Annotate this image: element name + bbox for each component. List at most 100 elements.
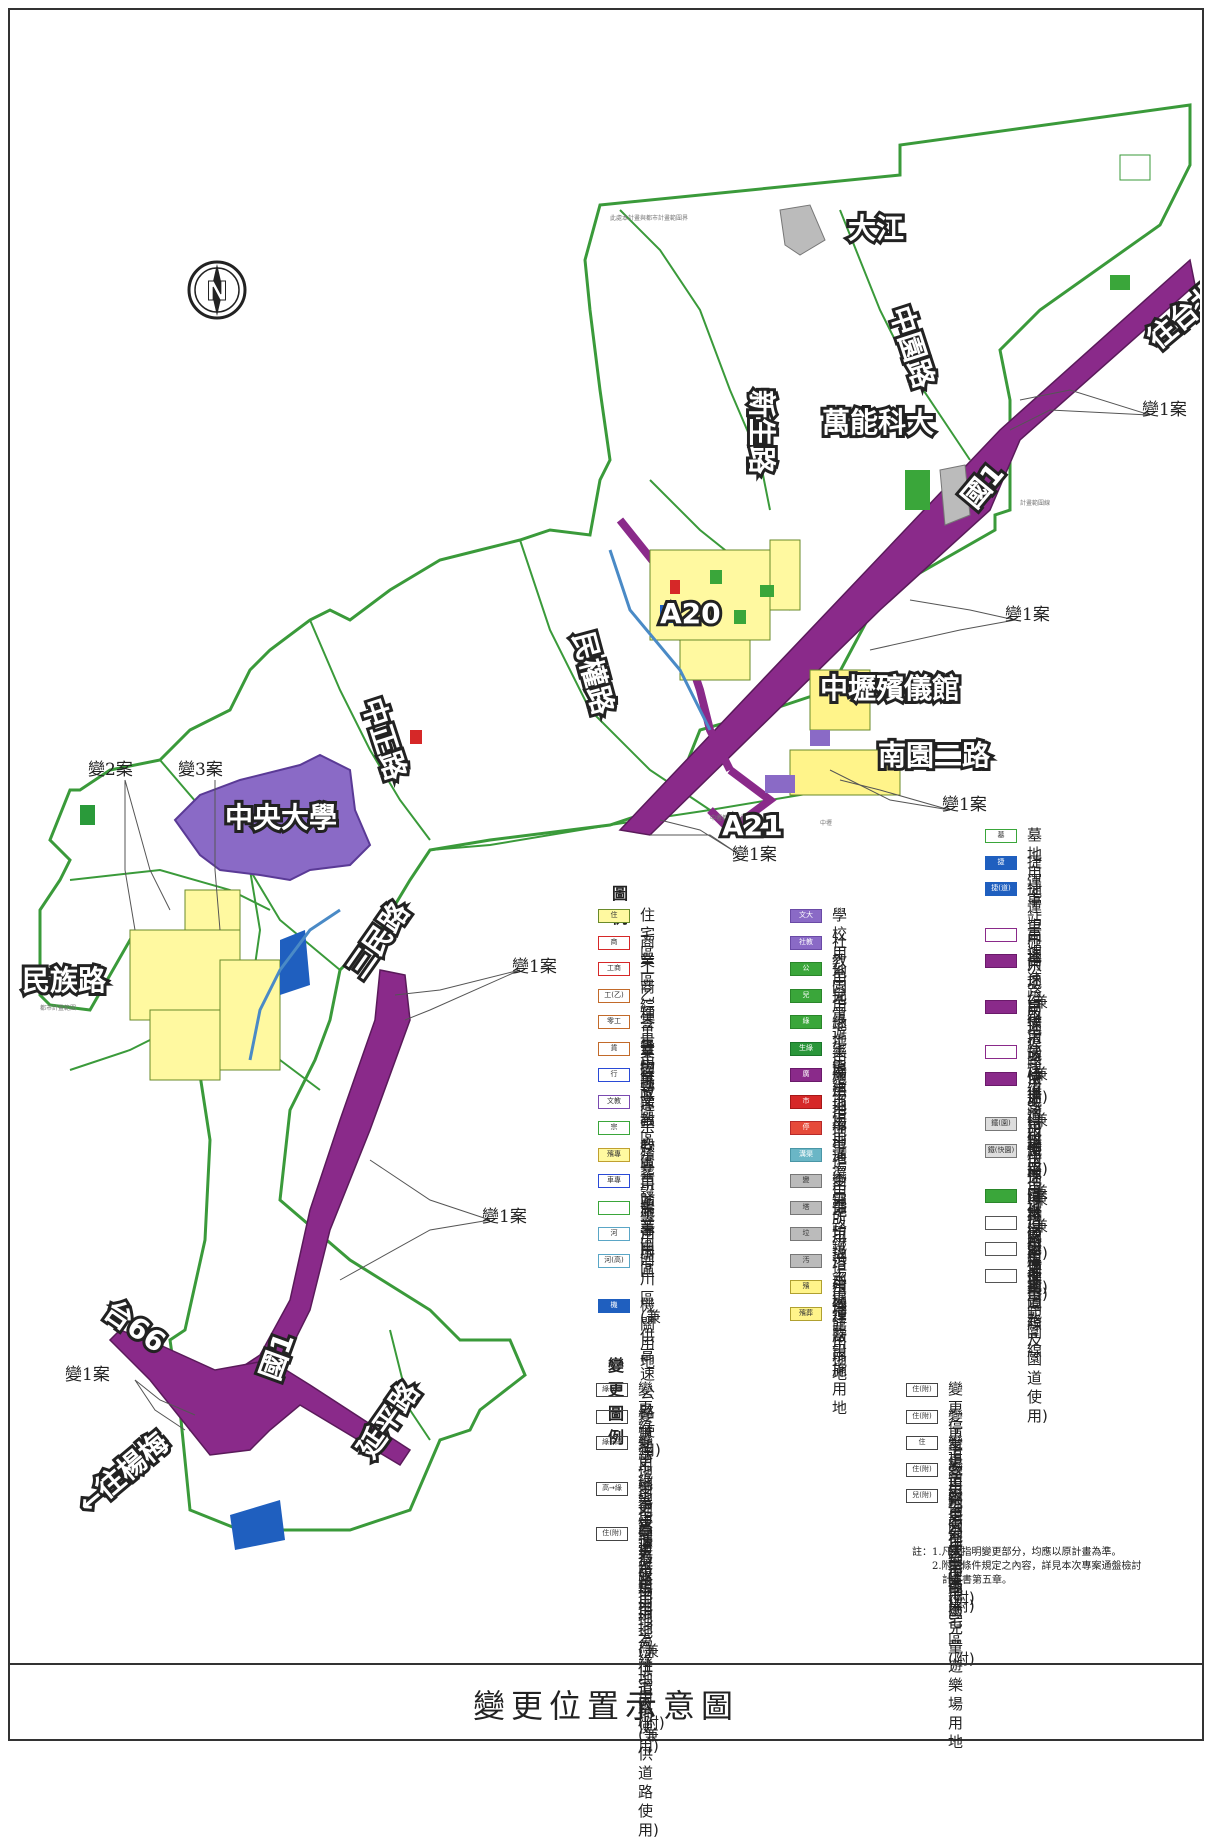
legend-facility-item: 塔電路鐵塔用地	[790, 1198, 847, 1312]
legend-swatch: 工(乙)	[598, 988, 630, 1003]
legend-label: 機關用地	[640, 1296, 656, 1371]
legend-transport-item: 鐵(快園)鐵路用地(兼供快速道路 及園道使用)	[985, 1141, 1048, 1426]
legend-swatch: 貨	[598, 1041, 630, 1056]
legend-swatch: 溝渠	[790, 1147, 822, 1162]
legend-facility-item: 垃垃圾場用地	[790, 1224, 847, 1319]
legend-label: 車站專用區	[640, 1171, 656, 1265]
case1-label-f: 變1案	[482, 1207, 527, 1227]
legend-swatch: 塔	[790, 1200, 822, 1215]
legend-transport-item: 高速公路用地	[985, 925, 1042, 1039]
legend-swatch	[985, 1071, 1017, 1086]
legend-facility-item: 文大學校用地	[790, 906, 847, 982]
legend-swatch	[985, 1045, 1017, 1059]
legend-transport-item: 變更範圍線	[985, 1239, 1042, 1334]
legend-label: 住宅區	[640, 906, 656, 962]
label-nanyuan-2nd: 南園二路	[878, 739, 991, 772]
ncu-campus	[173, 753, 372, 882]
legend-label: 變更道路用地為住宅區(附)	[948, 1406, 975, 1615]
label-to-yangmei: ←往楊梅	[71, 1426, 175, 1520]
legend-label: 變更範圍線	[1027, 1239, 1043, 1333]
legend-swatch: 變	[790, 1174, 822, 1188]
change-legend-item: 住(附)變更停車場用地為住宅區(附)	[906, 1380, 975, 1608]
legend-swatch: 鐵(快園)	[985, 1143, 1017, 1158]
svg-text:此處本計畫與都市計畫範圍界: 此處本計畫與都市計畫範圍界	[610, 214, 688, 222]
legend-swatch: 行	[598, 1068, 630, 1082]
legend-label: 貨物轉運中心區	[640, 1038, 656, 1171]
legend-facility-item: 變變電所用地	[790, 1171, 847, 1266]
legend-label: 廣場用地	[832, 1065, 848, 1140]
legend-label: 公園用地	[832, 959, 848, 1034]
legend-label: 社教用地	[832, 932, 848, 1008]
legend-swatch: 汚	[790, 1253, 822, 1268]
change-legend-item: 變更綠地用地為道路用地	[596, 1407, 653, 1616]
label-zhongli-funeral: 中壢殯儀館	[820, 672, 960, 705]
legend-label: 兒童遊樂場用地	[832, 985, 848, 1118]
legend-label: 變更綠地用地為快速道路用地	[638, 1380, 654, 1626]
legend-swatch: 綠→綠	[596, 1436, 628, 1450]
svg-text:都市計畫範圍: 都市計畫範圍	[40, 1004, 76, 1012]
legend-label: 鐵路用地(兼供園道使用)	[1027, 1114, 1048, 1303]
legend-label: 捷運車站用地	[1027, 852, 1043, 966]
label-minzu-rd: 民族路	[22, 964, 107, 997]
legend-label: 殯葬設施專用區	[640, 1144, 656, 1277]
legend-label: 變更綠地用地為綠地用地 (兼供道路使用)	[638, 1433, 659, 1755]
legend-zone-item: 車專車站專用區	[598, 1171, 655, 1266]
legend-zone-item: 殯專殯葬設施專用區	[598, 1145, 655, 1278]
case1-label-c: 變1案	[942, 795, 987, 815]
legend-swatch	[985, 1215, 1017, 1230]
legend-label: 停車場用地	[832, 1118, 848, 1212]
legend-zone-item: 零工零星工業區	[598, 1012, 655, 1107]
urban-blocks-a20	[649, 539, 801, 681]
legend-label: 計畫範圍線	[1027, 1265, 1043, 1360]
north-arrow-label: N	[206, 277, 228, 307]
legend-label: 殯儀館用地	[832, 1277, 848, 1371]
legend-swatch: 工商	[598, 962, 630, 976]
legend-label: 高速公路用地(兼供快速 道路使用)	[1027, 996, 1048, 1262]
legend-label: 農業區	[640, 1197, 656, 1254]
legend-swatch: 捷(道)	[985, 882, 1017, 896]
change-legend-item: 住(附)變更市場用地為住宅區(附)	[596, 1524, 665, 1733]
case1-label-a: 變1案	[1142, 400, 1187, 420]
north-arrow: N	[187, 260, 247, 320]
case1-label-d: 變1案	[732, 845, 777, 865]
label-minquan-rd: 民權路	[566, 628, 620, 719]
change-legend-item: 兒(附)變更公園用地為兒童遊樂場用地	[906, 1486, 963, 1752]
legend-facility-item: 殯殯儀館用地	[790, 1277, 847, 1372]
label-sanmin-rd: 三民路	[341, 895, 417, 984]
legend-swatch	[985, 927, 1017, 942]
legend-label: 變更市場用地為住宅區(附)	[638, 1524, 665, 1732]
legend-swatch: 鐵(園)	[985, 1117, 1017, 1131]
legend-transport-item: 快速道路用地(兼供河川 使用)	[985, 1069, 1048, 1297]
legend-label: 溝渠用地	[832, 1144, 848, 1220]
legend-facility-item: 廣廣場用地	[790, 1065, 847, 1141]
legend-zone-item: 農業區	[598, 1198, 655, 1255]
legend-label: 快速道路用地(兼供河川 使用)	[1027, 1068, 1048, 1296]
label-a21: A21	[722, 809, 783, 842]
legend-zone-item: 行行政區	[598, 1065, 655, 1122]
label-xinsheng-rd: 新生路	[745, 390, 778, 475]
urban-blocks-funeral	[789, 669, 901, 796]
legend-facility-item: 市市場用地	[790, 1092, 847, 1168]
legend-swatch	[596, 1409, 628, 1424]
legend-swatch	[985, 999, 1017, 1014]
legend-swatch: 生綠	[790, 1041, 822, 1056]
legend-zone-item: 機機關用地	[598, 1296, 655, 1372]
svg-text:計畫範圍線: 計畫範圍線	[1020, 499, 1050, 507]
legend-swatch: 河(高)	[598, 1253, 630, 1268]
legend-swatch: 綠→道	[596, 1383, 628, 1397]
legend-swatch: 社教	[790, 935, 822, 950]
page-title: 變更位置示意圖	[472, 1687, 739, 1725]
case3-label: 變3案	[178, 760, 223, 780]
legend-swatch: 垃	[790, 1227, 822, 1241]
legend-label: 變更公園用地為兒童遊樂場用地	[948, 1486, 964, 1751]
urban-blocks-west	[129, 889, 281, 1081]
freeway-national-1	[108, 258, 1196, 1467]
legend-transport-item: 鐵(園) 鐵路用地(兼供園道使用)	[985, 1114, 1048, 1304]
legend-swatch: 高→綠	[596, 1481, 628, 1496]
case1-label-e: 變1案	[512, 957, 557, 977]
case2-label: 變2案	[88, 760, 133, 780]
legend-transport-item: 高速公路用地(兼供快速 道路使用)	[985, 997, 1048, 1263]
legend-facility-item: 綠綠地用地	[790, 1012, 847, 1088]
legend-swatch: 宗	[598, 1121, 630, 1135]
change-legend-item: 住(附)變更道路用地為住宅區(附)	[906, 1407, 975, 1616]
